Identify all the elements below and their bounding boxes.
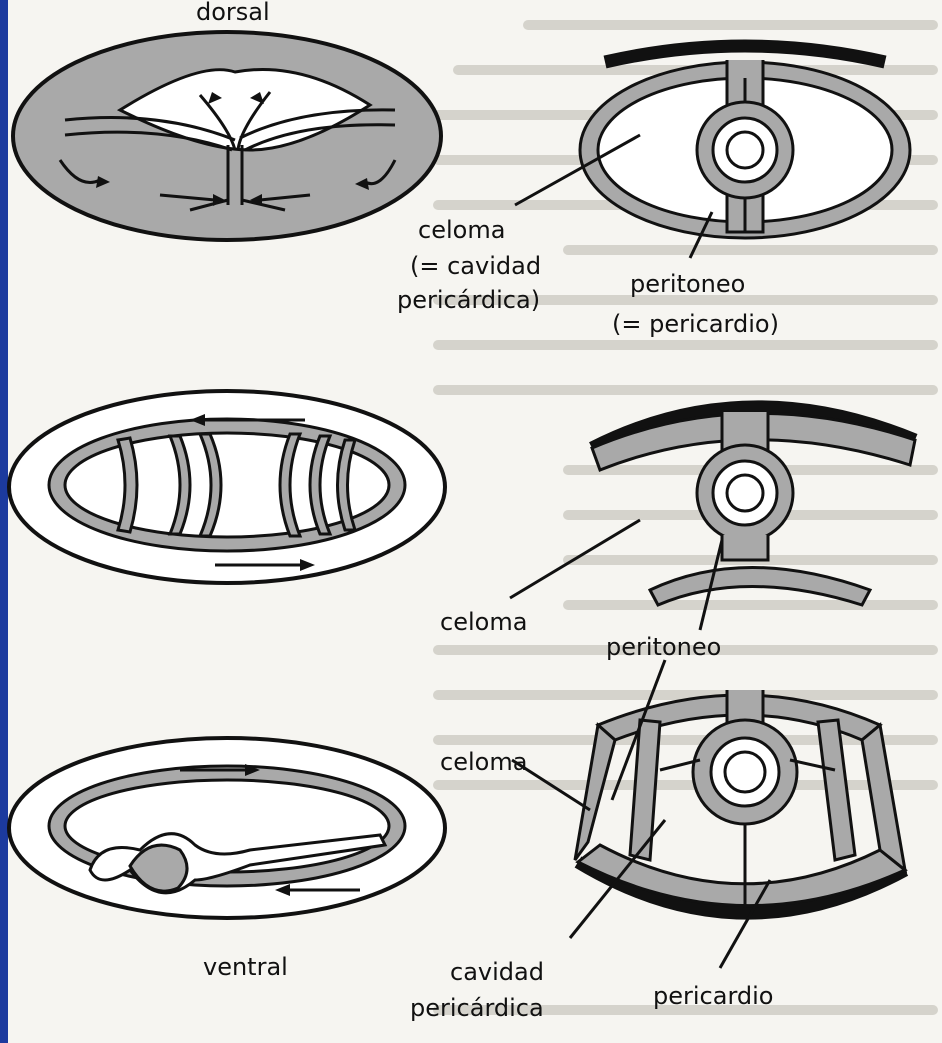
label-cavidad-eq: (= cavidad [410, 252, 541, 280]
label-celoma-mid: celoma [440, 608, 527, 636]
middle-heart-section [510, 407, 915, 630]
ventral-section-diagram [9, 738, 445, 918]
dorsal-section-diagram [13, 32, 441, 240]
middle-section-diagram [9, 391, 445, 583]
label-pericardio-eq: (= pericardio) [612, 310, 779, 338]
top-heart-section [515, 46, 910, 258]
label-ventral: ventral [203, 953, 288, 981]
label-peritoneo-mid: peritoneo [606, 633, 721, 661]
label-celoma-top: celoma [418, 216, 505, 244]
label-pericardica-paren: pericárdica) [397, 286, 540, 314]
label-pericardio: pericardio [653, 982, 773, 1010]
label-cavidad: cavidad [450, 958, 544, 986]
label-celoma-bottom: celoma [440, 748, 527, 776]
bottom-heart-section [512, 660, 905, 968]
label-peritoneo-top: peritoneo [630, 270, 745, 298]
label-pericardica: pericárdica [410, 994, 544, 1022]
label-dorsal: dorsal [196, 0, 270, 26]
